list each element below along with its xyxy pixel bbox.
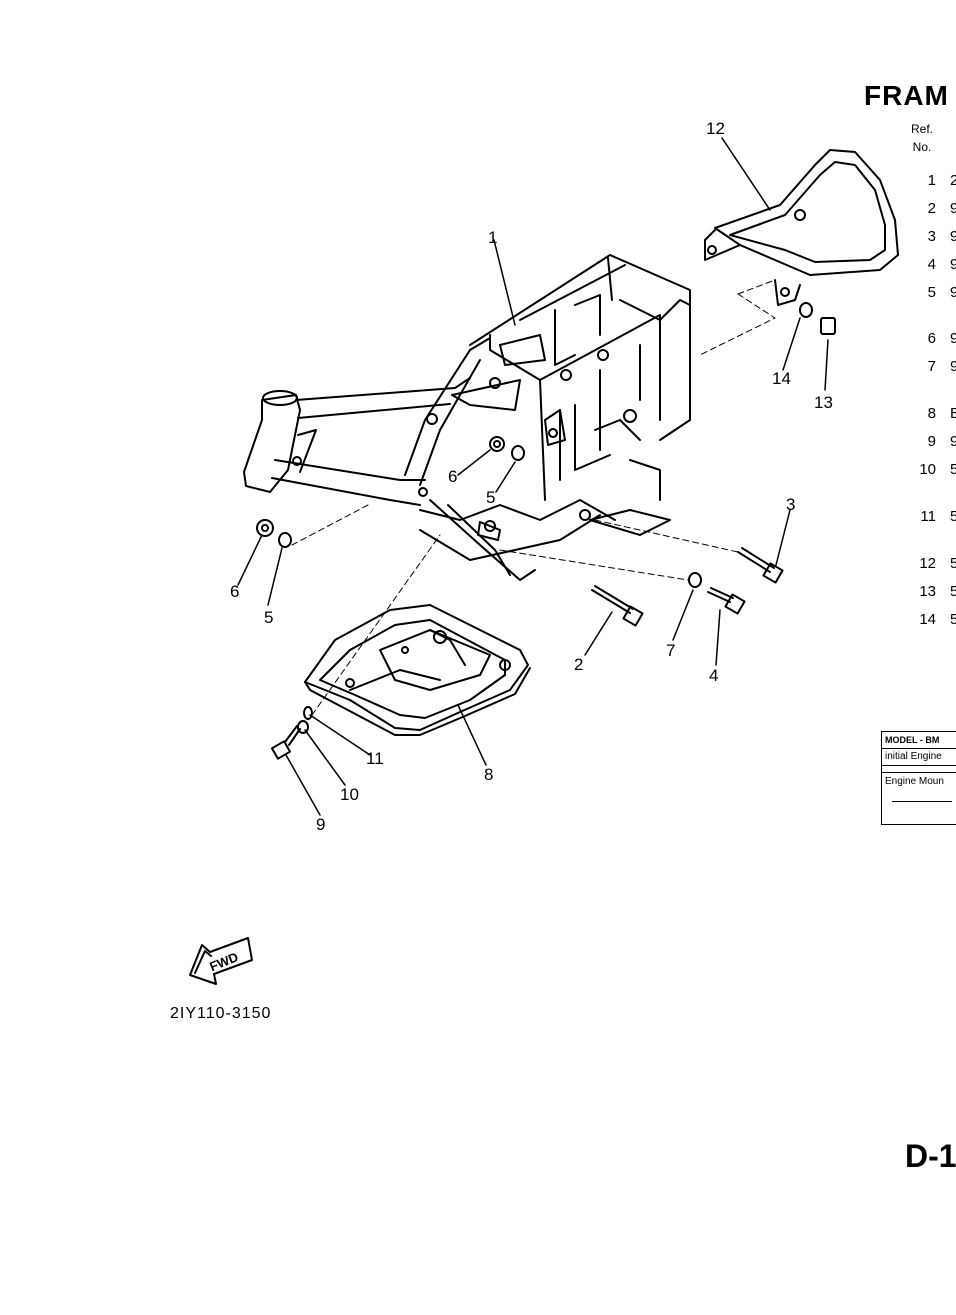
fasteners-drawing	[256, 302, 836, 760]
callout-8: 8	[484, 765, 493, 784]
no-label: No.	[912, 140, 932, 154]
engine-mount-label: Engine Moun	[882, 772, 956, 791]
assembly-dashed-lines	[291, 279, 776, 716]
fwd-arrow-icon: FWD	[189, 937, 253, 985]
page-number: D-1	[905, 1138, 956, 1174]
callout-12: 12	[706, 119, 725, 138]
callout-11: 11	[366, 749, 384, 768]
ref-label: Ref.	[910, 122, 933, 136]
model-info-box: MODEL - BM initial Engine Engine Moun	[881, 731, 956, 825]
callout-2: 2	[574, 655, 583, 674]
callout-3: 3	[786, 495, 795, 514]
main-frame-drawing	[243, 254, 691, 581]
callout-leaders	[237, 137, 829, 816]
guard-bar-drawing	[704, 149, 899, 306]
callout-7: 7	[666, 641, 675, 660]
callout-5: 5	[486, 488, 495, 507]
callout-6-lower: 6	[230, 582, 239, 601]
initial-engine-label: initial Engine	[882, 749, 956, 766]
ref-no-header: Ref. No.	[905, 120, 939, 156]
skid-plate-drawing	[304, 604, 531, 736]
callout-14: 14	[772, 369, 791, 388]
blank-line	[892, 801, 952, 802]
callout-13: 13	[814, 393, 833, 412]
callout-10: 10	[340, 785, 359, 804]
model-label: MODEL - BM	[882, 732, 956, 749]
diagram-code: 2IY110-3150	[170, 1005, 272, 1022]
callout-1: 1	[488, 228, 497, 247]
callout-6: 6	[448, 467, 457, 486]
callout-numbers: 1 2 3 4 5 6 7 8 9 10 11 12 13 14 5 6	[230, 119, 833, 834]
page-title: FRAM	[864, 80, 949, 111]
callout-5-lower: 5	[264, 608, 273, 627]
callout-9: 9	[316, 815, 325, 834]
callout-4: 4	[709, 666, 718, 685]
